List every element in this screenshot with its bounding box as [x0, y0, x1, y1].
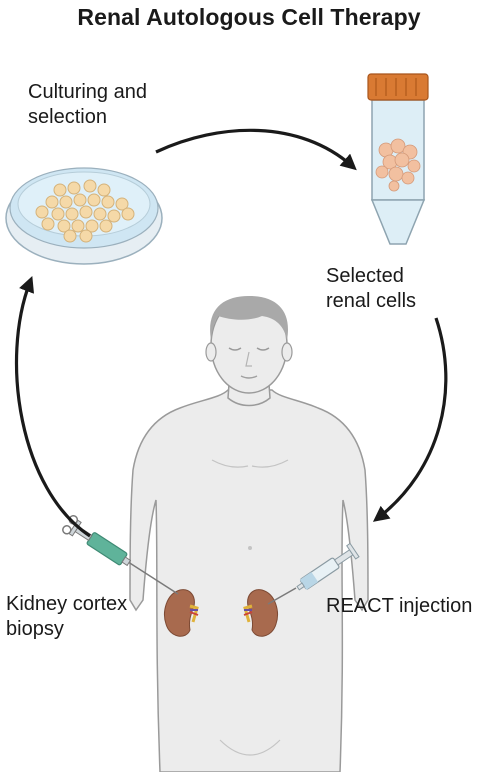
label-line: selection — [28, 106, 107, 128]
left-ear — [205, 342, 217, 362]
label-line: Selected — [326, 265, 404, 287]
torso — [129, 389, 369, 772]
arrow-dish-to-tube — [155, 128, 357, 171]
label-line: biopsy — [6, 618, 64, 640]
arrow-biopsy-to-dish — [14, 276, 91, 538]
label-react-injection: REACT injection — [326, 595, 473, 617]
injection-syringe-icon — [267, 542, 360, 605]
label-culturing-selection: Culturing and selection — [28, 80, 147, 130]
label-line: Culturing and — [28, 81, 147, 103]
diagram-title: Renal Autologous Cell Therapy — [77, 4, 421, 30]
human-figure — [129, 296, 369, 772]
label-selected-renal-cells: Selected renal cells — [326, 264, 416, 314]
kidney-icon — [243, 589, 278, 637]
label-line: renal cells — [326, 290, 417, 312]
label-line: Kidney cortex — [6, 593, 128, 615]
conical-tube-icon — [367, 73, 429, 245]
petri-dish-icon — [5, 167, 163, 265]
label-kidney-cortex-biopsy: Kidney cortex biopsy — [6, 592, 127, 642]
right-ear — [281, 342, 293, 362]
hair — [210, 296, 288, 340]
kidney-icon — [164, 589, 199, 637]
arrow-tube-to-injection — [372, 317, 448, 522]
biopsy-syringe-icon — [62, 514, 179, 595]
